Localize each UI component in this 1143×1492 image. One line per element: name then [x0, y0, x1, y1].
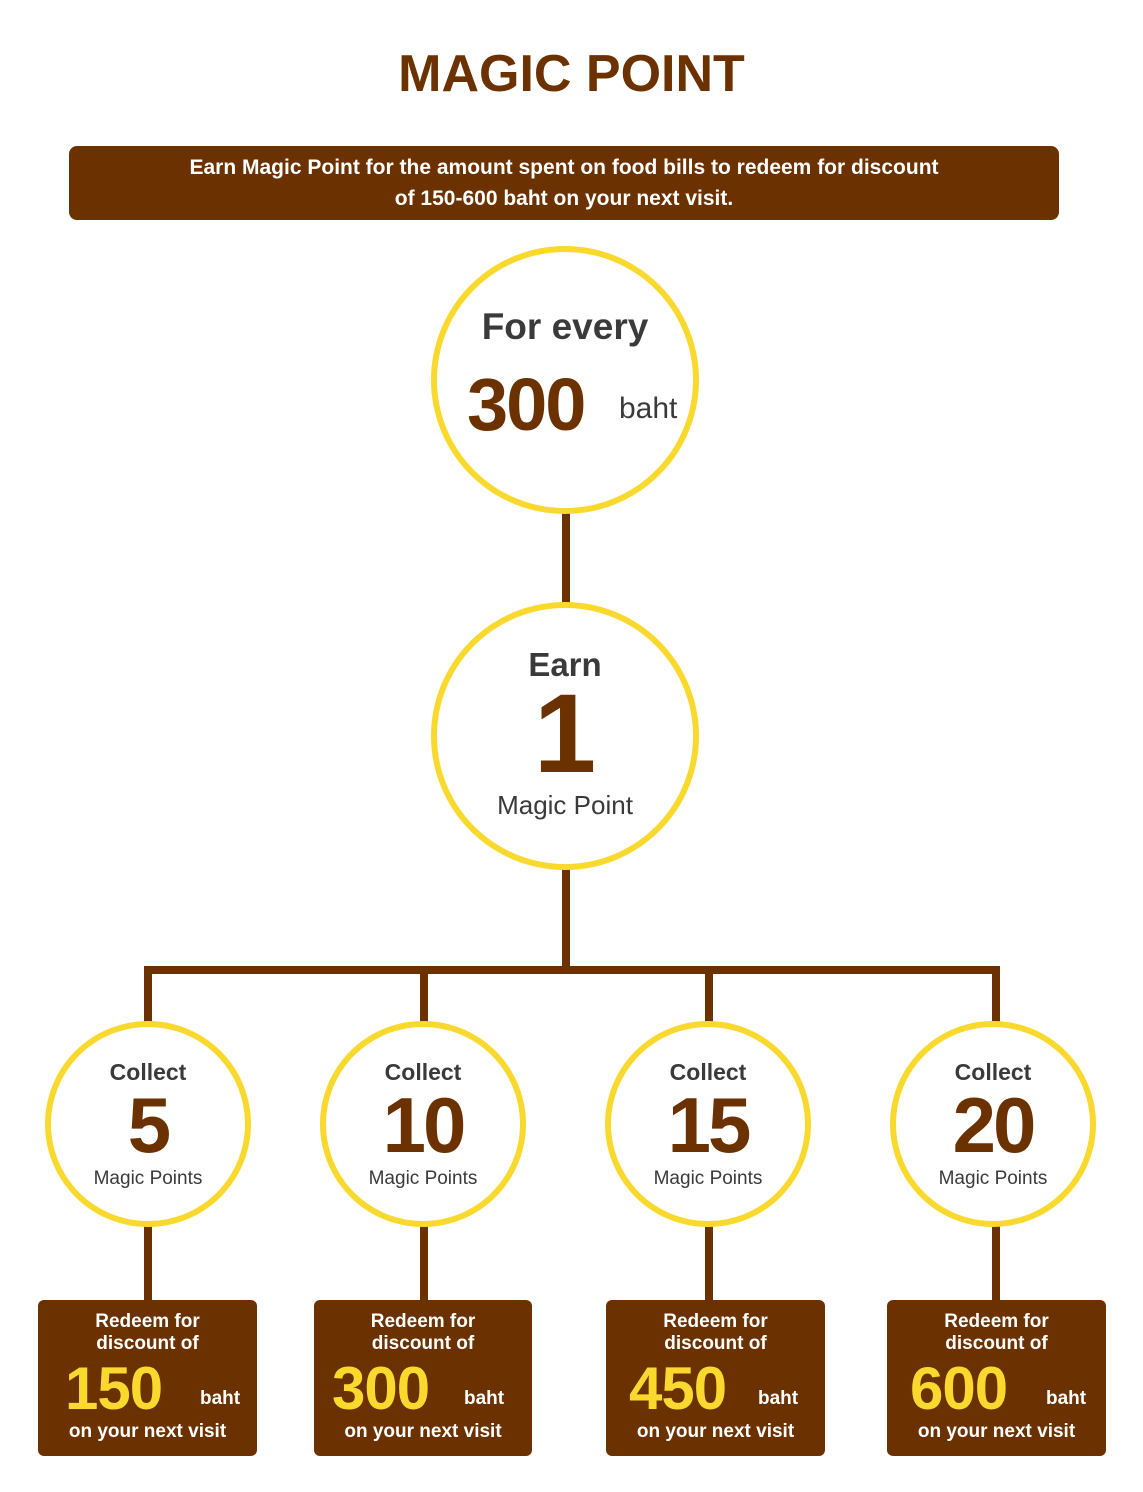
collect-circle-15: Collect 15 Magic Points — [605, 1021, 811, 1227]
collect-label: Collect — [109, 1059, 187, 1085]
redeem-line2: discount of — [945, 1333, 1048, 1354]
earn-circle: Earn 1 Magic Point — [431, 602, 699, 870]
discount-amount: 600 — [910, 1355, 1008, 1422]
collect-unit: Magic Points — [653, 1168, 763, 1189]
page-title: MAGIC POINT — [398, 45, 745, 103]
banner-text: Earn Magic Point for the amount spent on… — [189, 156, 939, 210]
collect-circle-5: Collect 5 Magic Points — [45, 1021, 251, 1227]
earn-unit: Magic Point — [497, 790, 633, 820]
redeem-line2: discount of — [664, 1333, 767, 1354]
spend-amount: 300 — [467, 363, 586, 446]
discount-amount: 150 — [65, 1355, 163, 1422]
redeem-line1: Redeem for — [95, 1311, 200, 1332]
collect-points: 5 — [127, 1081, 171, 1169]
redeem-footer: on your next visit — [636, 1421, 795, 1442]
redeem-line2: discount of — [96, 1333, 199, 1354]
info-banner: Earn Magic Point for the amount spent on… — [69, 146, 1059, 220]
redeem-footer: on your next visit — [68, 1421, 227, 1442]
spend-label: For every — [481, 306, 649, 347]
collect-label: Collect — [384, 1059, 462, 1085]
collect-unit: Magic Points — [93, 1168, 203, 1189]
redeem-box-450: Redeem for discount of 450 baht on your … — [606, 1300, 825, 1456]
collect-circle-10: Collect 10 Magic Points — [320, 1021, 526, 1227]
redeem-box-600: Redeem for discount of 600 baht on your … — [887, 1300, 1106, 1456]
discount-unit: baht — [200, 1388, 241, 1409]
discount-unit: baht — [758, 1388, 799, 1409]
discount-amount: 450 — [629, 1355, 727, 1422]
discount-amount: 300 — [332, 1355, 430, 1422]
discount-unit: baht — [1046, 1388, 1087, 1409]
collect-label: Collect — [669, 1059, 747, 1085]
collect-points: 10 — [382, 1081, 467, 1169]
spend-circle: For every 300 baht — [431, 246, 699, 514]
redeem-line1: Redeem for — [663, 1311, 768, 1332]
redeem-footer: on your next visit — [344, 1421, 502, 1442]
redeem-box-150: Redeem for discount of 150 baht on your … — [38, 1300, 257, 1456]
collect-label: Collect — [954, 1059, 1032, 1085]
redeem-box-300: Redeem for discount of 300 baht on your … — [314, 1300, 532, 1456]
spend-unit: baht — [619, 392, 678, 425]
collect-circle-20: Collect 20 Magic Points — [890, 1021, 1096, 1227]
collect-unit: Magic Points — [368, 1168, 478, 1189]
redeem-line2: discount of — [371, 1333, 475, 1354]
collect-points: 15 — [667, 1081, 752, 1169]
earn-label: Earn — [528, 646, 602, 683]
redeem-footer: on your next visit — [917, 1421, 1076, 1442]
redeem-line1: Redeem for — [370, 1311, 476, 1332]
redeem-line1: Redeem for — [944, 1311, 1049, 1332]
collect-unit: Magic Points — [938, 1168, 1048, 1189]
collect-points: 20 — [952, 1081, 1037, 1169]
earn-amount: 1 — [533, 671, 597, 796]
discount-unit: baht — [464, 1388, 505, 1409]
